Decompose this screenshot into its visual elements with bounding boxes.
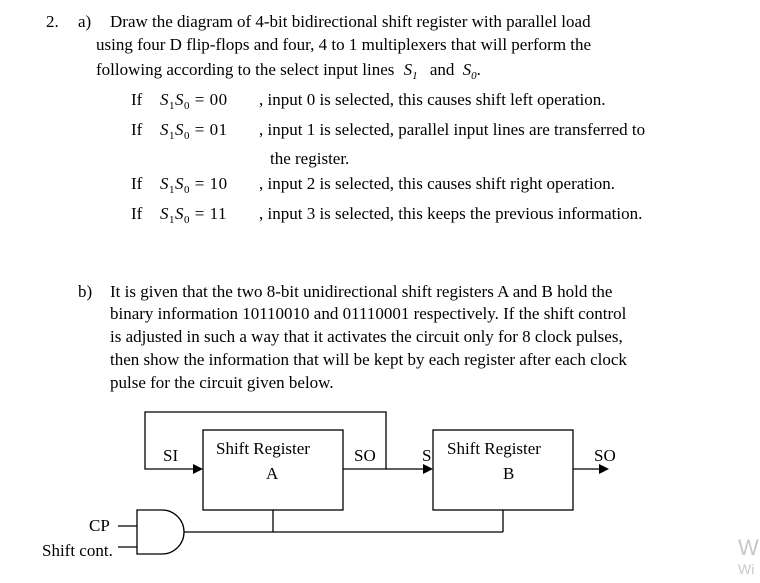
register-a-title: Shift Register <box>216 439 310 458</box>
and-gate <box>136 509 185 555</box>
s-label: S <box>422 446 432 465</box>
part-b-line-2: binary information 10110010 and 01110001… <box>110 304 627 323</box>
select-s1: S1 <box>403 60 418 82</box>
case-select-2: S1S0 = 01 <box>160 120 228 142</box>
so-a-label: SO <box>354 446 376 465</box>
part-b-line-4: then show the information that will be k… <box>110 350 627 369</box>
case-desc-4: , input 3 is selected, this keeps the pr… <box>259 204 643 223</box>
part-a-line-1: Draw the diagram of 4-bit bidirectional … <box>110 12 591 31</box>
case-if-4: If <box>131 204 143 223</box>
period: . <box>476 60 481 79</box>
case-select-3: S1S0 = 10 <box>160 174 228 196</box>
part-b-line-1: It is given that the two 8-bit unidirect… <box>110 282 613 301</box>
part-a-label: a) <box>78 12 92 31</box>
arrow-si-a <box>193 464 203 474</box>
part-a-line-3-text: following according to the select input … <box>96 60 395 79</box>
register-b-title: Shift Register <box>447 439 541 458</box>
cp-label: CP <box>89 516 110 535</box>
shift-control-label: Shift cont. <box>42 541 113 560</box>
case-desc-1: , input 0 is selected, this causes shift… <box>259 90 606 109</box>
case-desc-2: , input 1 is selected, parallel input li… <box>259 120 646 139</box>
so-b-label: SO <box>594 446 616 465</box>
si-label: SI <box>163 446 179 465</box>
arrow-so-b <box>599 464 609 474</box>
case-select-1: S1S0 = 00 <box>160 90 228 112</box>
arrow-s-b <box>423 464 433 474</box>
part-b-label: b) <box>78 282 93 301</box>
case-if-2: If <box>131 120 143 139</box>
case-desc-3: , input 2 is selected, this causes shift… <box>259 174 615 193</box>
watermark: W Wi <box>738 535 759 577</box>
part-b-line-5: pulse for the circuit given below. <box>110 373 334 392</box>
feedback-wire <box>144 411 387 470</box>
part-b-line-3: is adjusted in such a way that it activa… <box>110 327 623 346</box>
and-word: and <box>429 60 455 79</box>
case-select-4: S1S0 = 11 <box>160 204 227 226</box>
select-s0: S0 <box>462 60 477 82</box>
watermark-line-2: Wi <box>738 561 755 577</box>
case-if-1: If <box>131 90 143 109</box>
part-a-line-3: following according to the select input … <box>96 59 481 82</box>
question-number: 2. <box>46 12 59 31</box>
case-if-3: If <box>131 174 143 193</box>
case-desc-2b: the register. <box>270 149 350 168</box>
register-a-name: A <box>266 464 279 483</box>
register-b-name: B <box>503 464 515 483</box>
watermark-line-1: W <box>738 535 759 560</box>
part-a-line-2: using four D flip-flops and four, 4 to 1… <box>96 35 592 54</box>
